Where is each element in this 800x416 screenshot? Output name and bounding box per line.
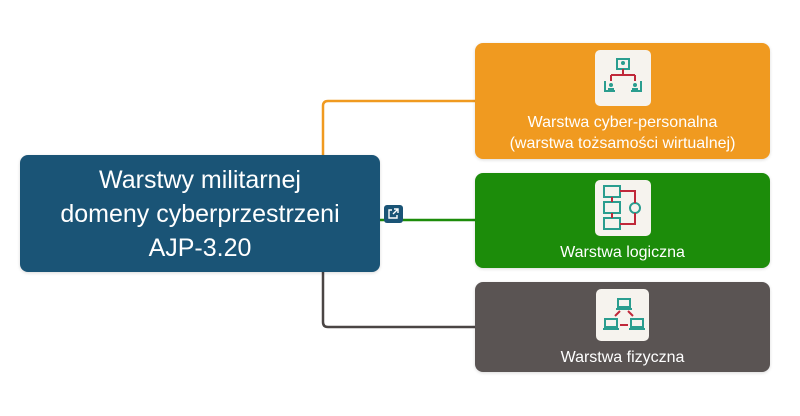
node-cyber-personal[interactable]: Warstwa cyber-personalna (warstwa tożsam… [475,43,770,159]
flowchart-icon [594,180,651,236]
node-label: Warstwa logiczna [560,244,685,261]
root-node[interactable]: Warstwy militarnej domeny cyberprzestrze… [20,155,380,272]
root-title-line: domeny cyberprzestrzeni [60,199,340,228]
root-title-line: Warstwy militarnej [99,165,301,194]
node-logical[interactable]: Warstwa logiczna [475,173,770,268]
node-label: Warstwa cyber-personalna [527,114,718,131]
org-chart-icon [594,50,651,106]
node-label: (warstwa tożsamości wirtualnej) [509,135,736,152]
root-title-line: AJP-3.20 [148,233,252,262]
node-physical[interactable]: Warstwa fizyczna [475,282,770,372]
connector-physical [321,272,475,329]
external-link-icon[interactable] [384,205,403,223]
network-computers-icon [596,289,649,341]
connector-cyber-personal [321,99,475,155]
node-label: Warstwa fizyczna [560,349,685,366]
